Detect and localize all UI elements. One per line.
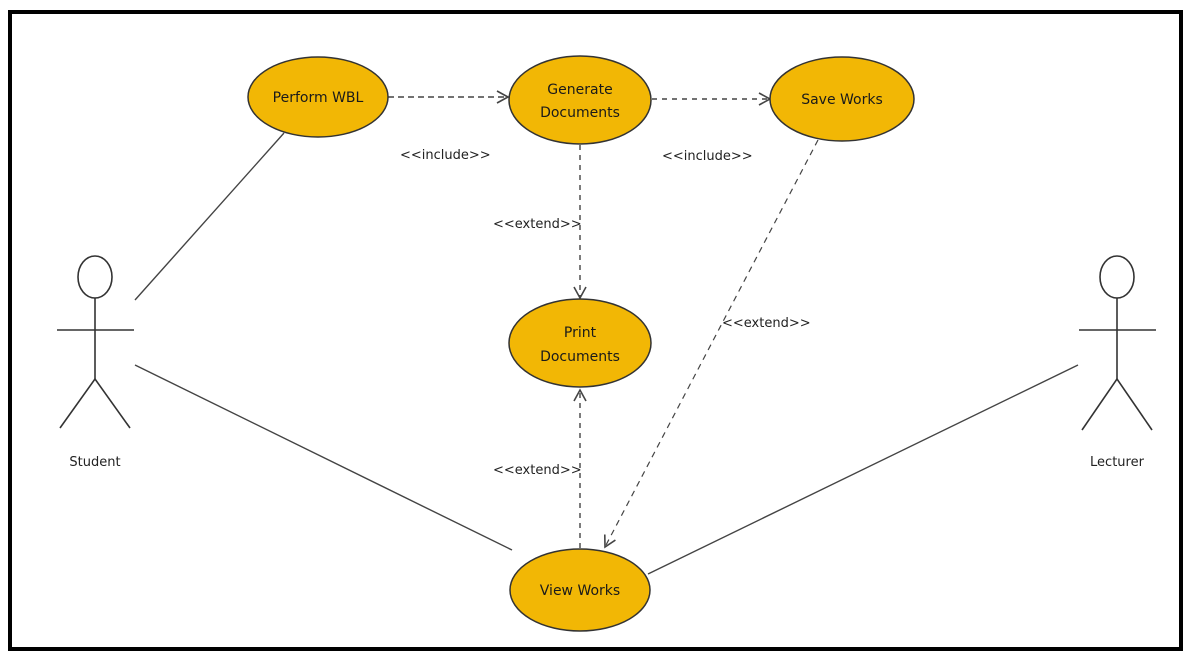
actor-lecturer[interactable]: Lecturer xyxy=(1079,255,1156,470)
include-label-2: <<include>> xyxy=(662,149,753,164)
usecase-generate-documents[interactable]: Generate Documents xyxy=(508,55,652,145)
actor-student[interactable]: Student xyxy=(57,255,134,470)
usecase-generate-documents-label-line1: Generate xyxy=(547,82,612,98)
usecase-print-documents-label-line1: Print xyxy=(564,325,597,341)
usecase-perform-wbl-label: Perform WBL xyxy=(273,90,364,106)
actor-student-head xyxy=(77,255,113,299)
association-student-perform-wbl xyxy=(134,132,285,301)
usecase-perform-wbl[interactable]: Perform WBL xyxy=(247,56,389,138)
association-student-view-works xyxy=(134,364,513,551)
usecase-generate-documents-label-line2: Documents xyxy=(540,105,620,121)
extend-label-view-print: <<extend>> xyxy=(493,463,582,478)
extend-label-save-view: <<extend>> xyxy=(722,316,811,331)
actor-lecturer-right-leg xyxy=(1116,378,1153,431)
include-label-1: <<include>> xyxy=(400,148,491,163)
usecase-print-documents-label-line2: Documents xyxy=(540,349,620,365)
actor-student-left-leg xyxy=(59,378,96,429)
actor-lecturer-left-leg xyxy=(1081,378,1118,431)
usecase-save-works-label: Save Works xyxy=(801,92,883,108)
usecase-print-documents[interactable]: Print Documents xyxy=(508,298,652,388)
extend-label-generate-print: <<extend>> xyxy=(493,217,582,232)
diagram-frame xyxy=(8,10,1183,651)
actor-lecturer-name: Lecturer xyxy=(1090,455,1145,470)
usecase-save-works[interactable]: Save Works xyxy=(769,56,915,142)
actor-lecturer-head xyxy=(1099,255,1135,299)
association-lecturer-view-works xyxy=(647,364,1079,575)
actor-student-right-leg xyxy=(94,378,131,429)
usecase-view-works[interactable]: View Works xyxy=(509,548,651,632)
actor-student-name: Student xyxy=(69,455,120,470)
usecase-view-works-label: View Works xyxy=(540,583,620,599)
